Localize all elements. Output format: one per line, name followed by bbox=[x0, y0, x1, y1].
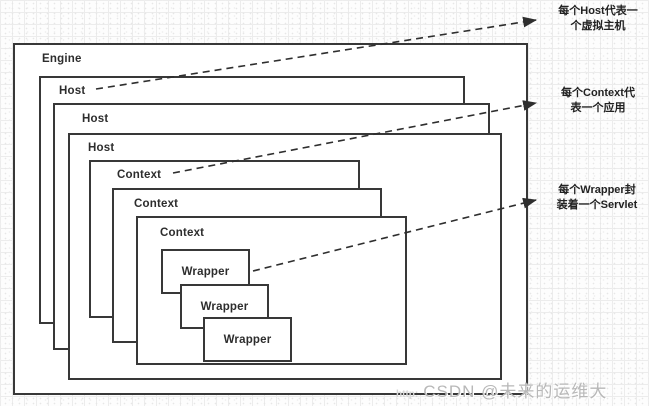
wrapper-annotation-line1: 每个Wrapper封 bbox=[558, 184, 636, 196]
wrapper-label-1: Wrapper bbox=[181, 265, 230, 278]
context-label-2: Context bbox=[134, 198, 179, 210]
host-label-3: Host bbox=[88, 142, 115, 154]
context-annotation-line2: 表一个应用 bbox=[570, 102, 626, 114]
watermark-url-fragment: http: bbox=[396, 389, 419, 400]
context-annotation-line1: 每个Context代 bbox=[561, 87, 635, 99]
wrapper-annotation-line2: 装着一个Servlet bbox=[556, 199, 638, 211]
host-annotation: 每个Host代表一 个虚拟主机 bbox=[546, 4, 649, 34]
context-label-1: Context bbox=[117, 169, 162, 181]
wrapper-box-3: Wrapper bbox=[203, 317, 292, 362]
host-label-2: Host bbox=[82, 113, 109, 125]
host-annotation-line1: 每个Host代表一 bbox=[558, 5, 638, 17]
watermark: http: CSDN @未来的运维大 bbox=[396, 377, 607, 402]
host-annotation-line2: 个虚拟主机 bbox=[570, 20, 626, 32]
wrapper-label-3: Wrapper bbox=[223, 333, 272, 346]
watermark-text: CSDN @未来的运维大 bbox=[423, 382, 608, 401]
wrapper-annotation: 每个Wrapper封 装着一个Servlet bbox=[543, 183, 649, 213]
wrapper-label-2: Wrapper bbox=[200, 300, 249, 313]
host-label-1: Host bbox=[59, 85, 86, 97]
engine-label: Engine bbox=[42, 53, 82, 65]
context-label-3: Context bbox=[160, 227, 205, 239]
context-annotation: 每个Context代 表一个应用 bbox=[546, 86, 649, 116]
